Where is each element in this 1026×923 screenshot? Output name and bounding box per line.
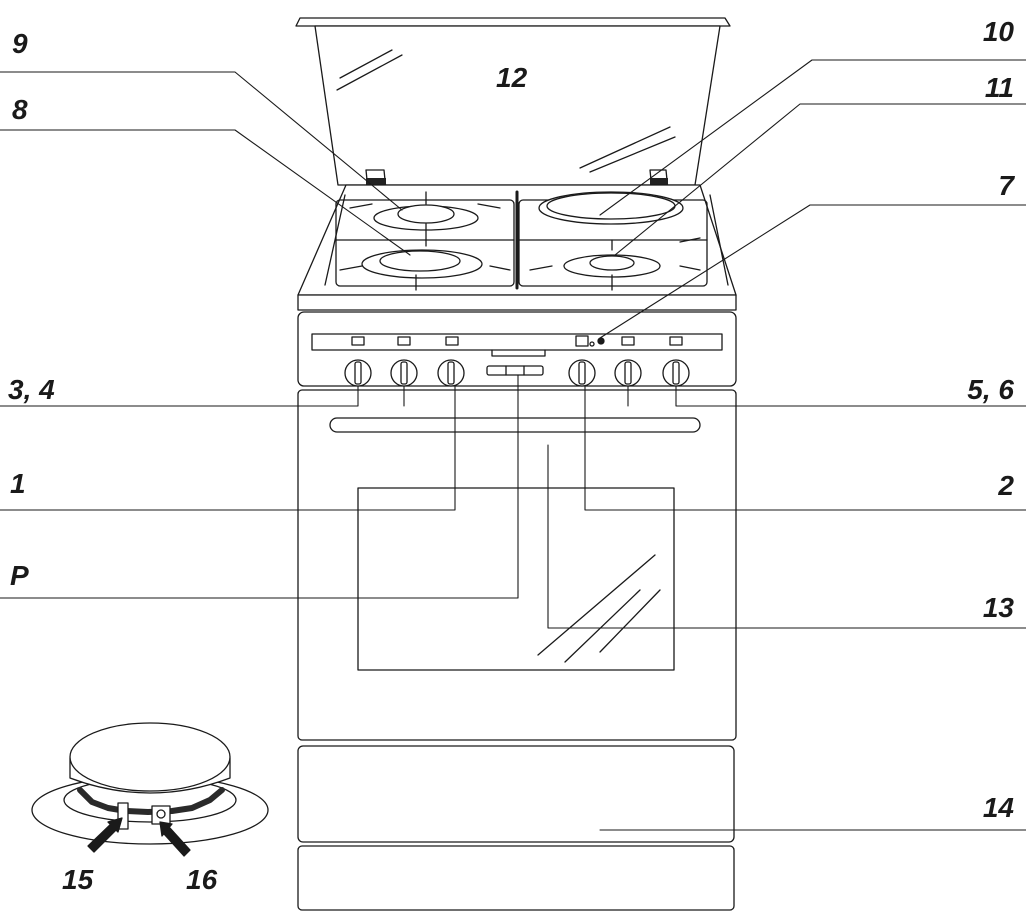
knob	[568, 359, 596, 387]
callout-p: P	[10, 560, 29, 591]
callout-15: 15	[62, 864, 94, 895]
callout-8: 8	[12, 94, 28, 125]
callout-11: 11	[984, 72, 1014, 103]
knob	[390, 359, 418, 387]
callout-13: 13	[982, 592, 1014, 623]
callout-16: 16	[186, 864, 218, 895]
burner-detail	[31, 722, 269, 857]
oven-body	[297, 389, 737, 741]
callout-9: 9	[12, 28, 28, 59]
callout-7: 7	[998, 170, 1014, 201]
callout-5-6: 5, 6	[967, 374, 1014, 405]
callout-14: 14	[982, 792, 1014, 823]
programmer	[486, 365, 544, 376]
knob	[662, 359, 690, 387]
callout-1: 1	[10, 468, 26, 499]
drawers	[297, 745, 735, 911]
hob	[297, 184, 737, 311]
knob	[437, 359, 465, 387]
callout-3-4: 3, 4	[8, 374, 55, 405]
callout-12: 12	[496, 62, 528, 93]
callout-2: 2	[998, 470, 1014, 501]
knob	[614, 359, 642, 387]
glass-lid	[295, 17, 731, 191]
control-panel	[297, 311, 737, 387]
leader-lines	[0, 59, 1026, 831]
callout-10: 10	[982, 16, 1014, 47]
knob	[344, 359, 372, 387]
